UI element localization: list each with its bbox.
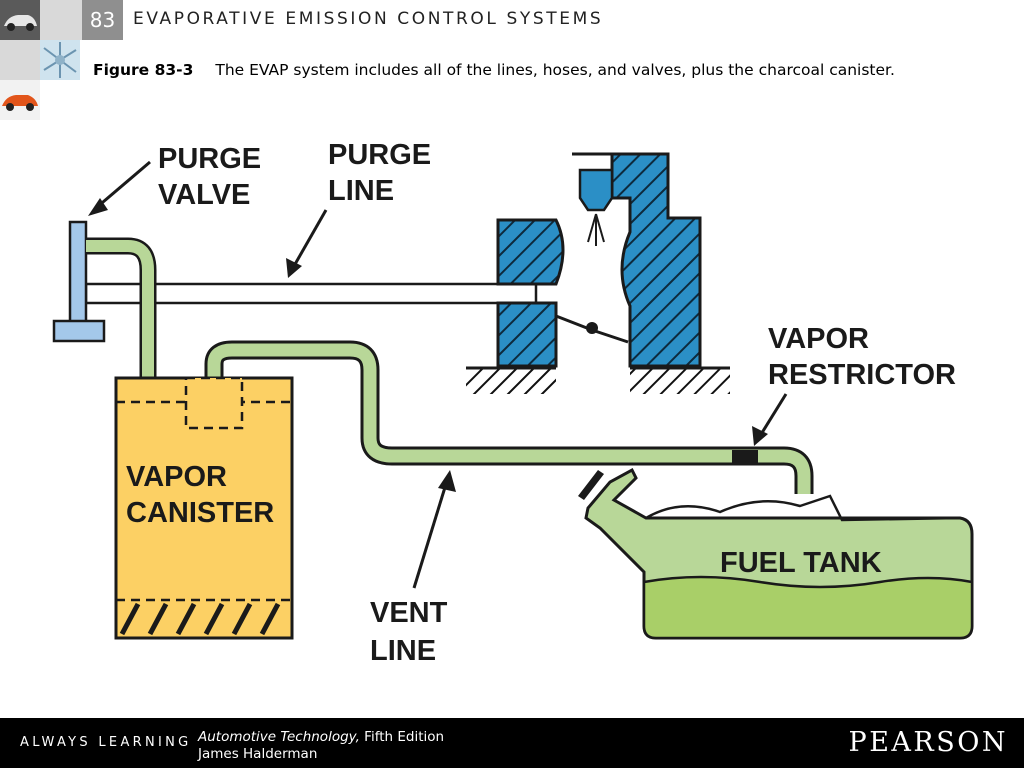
vapor-restrictor [732,450,758,463]
label-vapor-restrictor-line1: VAPOR [768,323,869,355]
car-thumbnail-1 [0,0,40,40]
label-arrows [88,160,788,589]
figure-caption: Figure 83-3 The EVAP system includes all … [93,60,993,80]
label-purge-valve-line2: VALVE [158,179,250,211]
label-purge-line-line1: PURGE [328,139,431,171]
slide-header: 83 EVAPORATIVE EMISSION CONTROL SYSTEMS [0,0,1024,40]
vent-line-hose [204,340,814,494]
label-purge-line-line2: LINE [328,175,394,207]
label-vapor-canister-line1: VAPOR [126,461,227,493]
fuel-tank [578,467,974,640]
fuel-injector [578,168,614,212]
book-info: Automotive Technology, Fifth Edition Jam… [198,729,444,763]
header-gray-strip [40,0,82,40]
turbine-thumbnail [40,40,80,80]
chapter-title: EVAPORATIVE EMISSION CONTROL SYSTEMS [133,9,604,29]
header-gray-block [0,40,40,80]
car-thumbnail-2 [0,80,40,120]
book-title: Automotive Technology, [198,729,360,745]
book-edition: Fifth Edition [364,729,445,745]
vapor-canister [114,376,294,640]
label-vent-line-line1: VENT [370,597,448,629]
label-fuel-tank: FUEL TANK [720,547,882,579]
chapter-number: 83 [82,0,123,40]
purge-valve [52,220,106,343]
purge-to-canister-hose [86,237,157,382]
label-vapor-restrictor-line2: RESTRICTOR [768,359,956,391]
ground-hatch-left [466,368,556,394]
footer-tagline: ALWAYS LEARNING [20,735,192,750]
label-purge-valve-line1: PURGE [158,143,261,175]
evap-system-diagram: PURGE VALVE PURGE LINE VAPOR RESTRICTOR … [52,139,974,667]
label-vent-line-line2: LINE [370,635,436,667]
caption-text: The EVAP system includes all of the line… [215,61,895,79]
fuel-liquid [642,575,974,640]
spray-lines [587,213,605,246]
ground-hatch-right [630,368,730,394]
label-vapor-canister-line2: CANISTER [126,497,274,529]
figure-number: Figure 83-3 [93,61,194,79]
publisher-logo: PEARSON [848,727,1008,758]
throttle-body [466,152,730,394]
book-author: James Halderman [198,746,318,762]
slide-footer: ALWAYS LEARNING Automotive Technology, F… [0,718,1024,768]
